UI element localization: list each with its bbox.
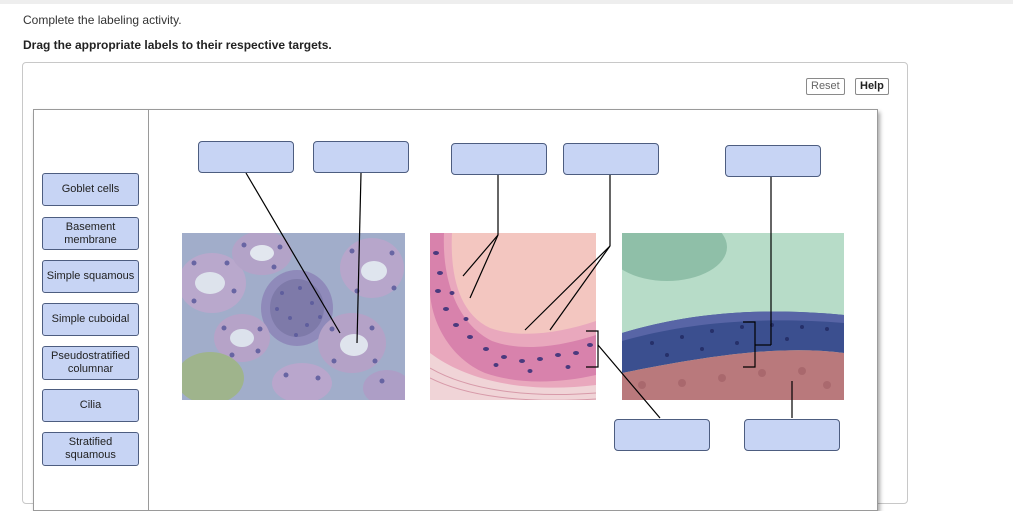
drop-target-5[interactable]: [725, 145, 821, 177]
label-basement-membrane[interactable]: Basement membrane: [42, 217, 139, 250]
trachea-micrograph: [430, 233, 596, 400]
drag-instruction: Drag the appropriate labels to their res…: [23, 38, 332, 52]
kidney-tubule-micrograph: [182, 233, 405, 400]
drop-target-6[interactable]: [614, 419, 710, 451]
label-simple-squamous[interactable]: Simple squamous: [42, 260, 139, 293]
drop-target-3[interactable]: [451, 143, 547, 175]
label-goblet-cells[interactable]: Goblet cells: [42, 173, 139, 206]
stratified-squamous-micrograph: [622, 233, 844, 400]
reset-button[interactable]: Reset: [806, 78, 845, 95]
label-cilia[interactable]: Cilia: [42, 389, 139, 422]
top-bar: [0, 0, 1013, 4]
activity-instruction: Complete the labeling activity.: [23, 13, 182, 27]
label-simple-cuboidal[interactable]: Simple cuboidal: [42, 303, 139, 336]
help-button[interactable]: Help: [855, 78, 889, 95]
label-pseudostratified-columnar[interactable]: Pseudostratified columnar: [42, 346, 139, 380]
drop-target-2[interactable]: [313, 141, 409, 173]
leader-lines: [245, 172, 793, 419]
drop-target-7[interactable]: [744, 419, 840, 451]
drop-target-1[interactable]: [198, 141, 294, 173]
drop-target-4[interactable]: [563, 143, 659, 175]
label-stratified-squamous[interactable]: Stratified squamous: [42, 432, 139, 466]
